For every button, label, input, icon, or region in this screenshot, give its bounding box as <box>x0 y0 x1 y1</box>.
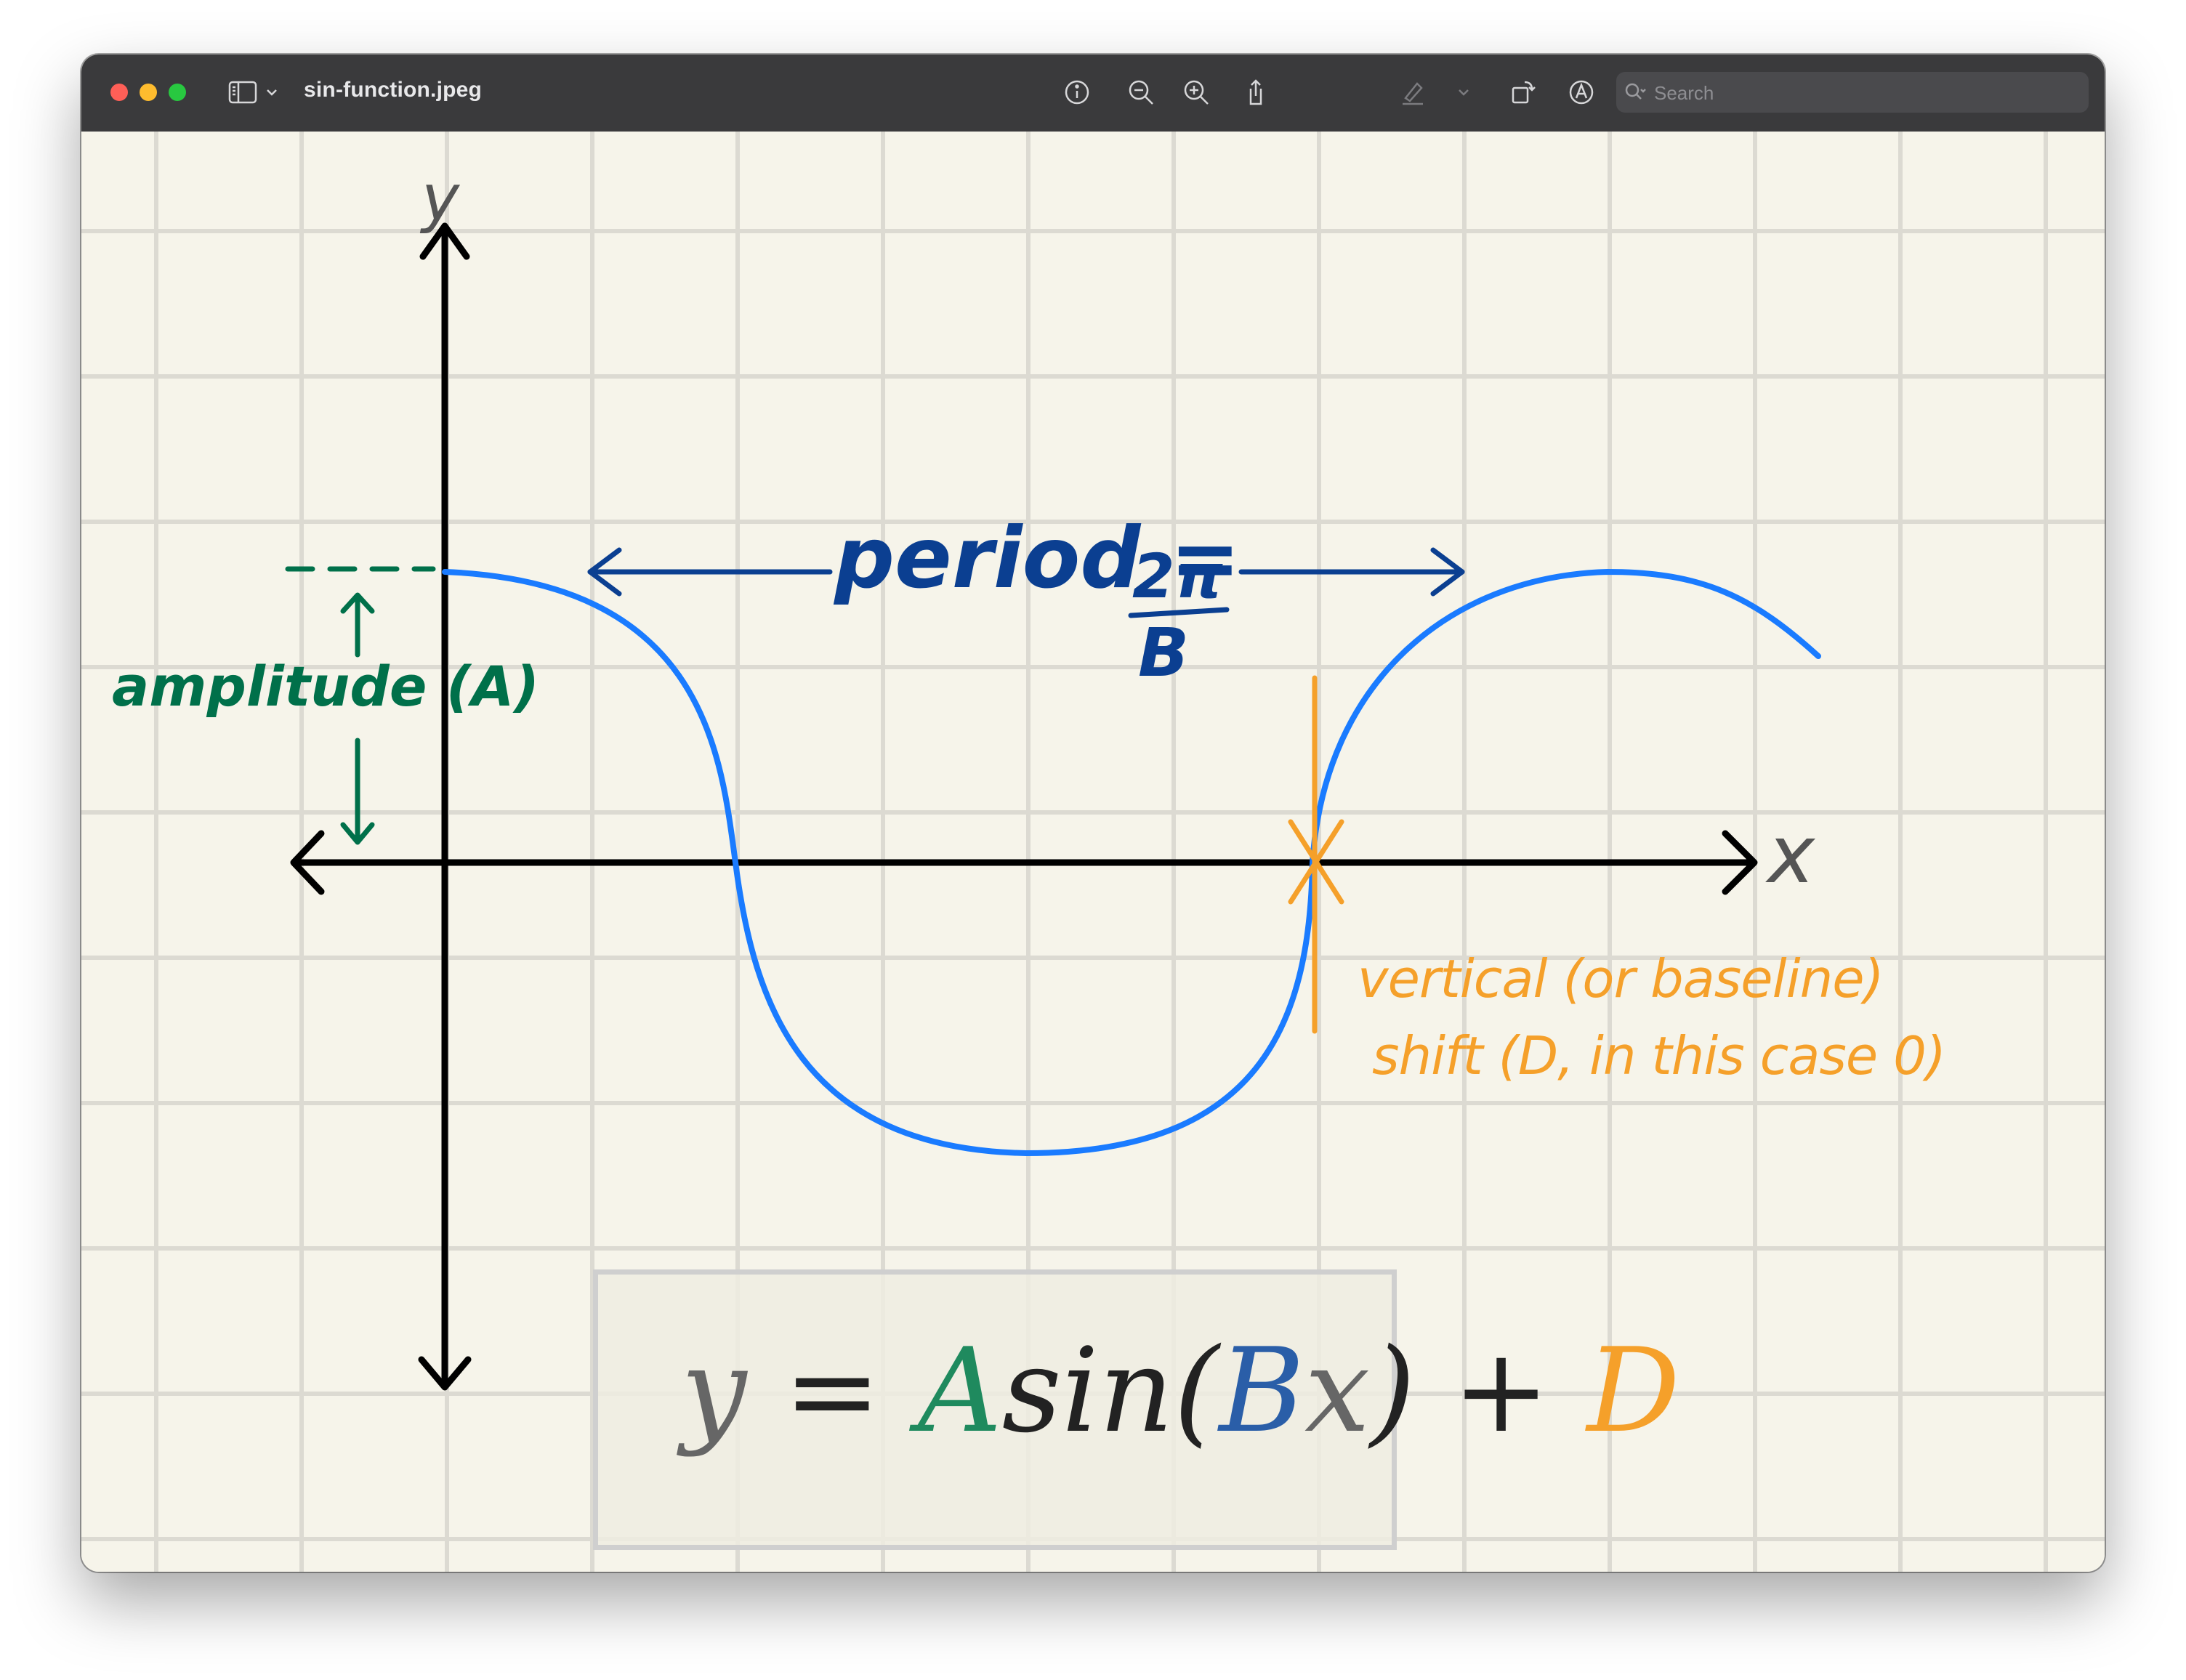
formula: y = Asin(Bx) + D <box>681 1333 1680 1449</box>
formula-open-paren: ( <box>1174 1322 1219 1458</box>
period-label: period = <box>834 509 1241 607</box>
x-axis-right-arrow <box>1722 830 1758 895</box>
chevron-down-icon[interactable] <box>263 76 281 108</box>
rotate-icon[interactable] <box>1507 76 1539 108</box>
y-axis-up-arrow <box>419 222 470 260</box>
x-axis-left-arrow <box>290 830 325 895</box>
formula-b: B <box>1219 1322 1305 1458</box>
fullscreen-window-button[interactable] <box>169 84 186 101</box>
search-field[interactable] <box>1616 72 2089 114</box>
zoom-in-icon[interactable] <box>1180 76 1212 108</box>
formula-amplitude: A <box>918 1322 1002 1458</box>
sidebar-icon[interactable] <box>227 76 259 108</box>
highlight-pen-icon[interactable] <box>1397 76 1429 108</box>
preview-window: sin-function.jpeg <box>81 54 2105 1572</box>
sine-curve <box>442 569 1821 1156</box>
sketch-drawing <box>285 222 1821 1391</box>
info-icon[interactable] <box>1061 76 1093 108</box>
formula-close-paren: ) <box>1370 1322 1416 1458</box>
minimize-window-button[interactable] <box>140 84 157 101</box>
period-arrow-right-head <box>1430 547 1465 597</box>
chevron-down-icon[interactable] <box>1455 76 1472 108</box>
image-canvas: y x period = 2π B amplitude (A) vertical… <box>81 132 2105 1572</box>
shift-marker-x-2 <box>1288 819 1344 905</box>
y-axis-label: y <box>422 161 460 235</box>
amplitude-up-arrow-head <box>340 592 375 614</box>
formula-sin: sin <box>1001 1322 1174 1458</box>
period-arrow-left-head <box>587 547 622 597</box>
zoom-out-icon[interactable] <box>1125 76 1157 108</box>
search-icon <box>1624 81 1648 104</box>
period-denominator: B <box>1138 614 1190 692</box>
window-title: sin-function.jpeg <box>304 78 483 102</box>
period-numerator: 2π <box>1132 541 1223 612</box>
search-input[interactable] <box>1653 72 2077 114</box>
formula-x: x <box>1304 1322 1371 1458</box>
y-axis-down-arrow <box>418 1356 472 1391</box>
share-icon[interactable] <box>1240 76 1272 108</box>
formula-d: D <box>1586 1322 1680 1458</box>
amplitude-down-arrow-head <box>340 822 375 845</box>
formula-equals: = <box>746 1322 919 1458</box>
shift-label-line2: shift (D, in this case 0) <box>1372 1025 1946 1086</box>
title-bar: sin-function.jpeg <box>81 54 2105 133</box>
close-window-button[interactable] <box>110 84 128 101</box>
formula-y: y <box>681 1322 747 1458</box>
period-fraction-bar <box>1128 607 1230 618</box>
x-axis-label: x <box>1767 808 1815 901</box>
formula-box: y = Asin(Bx) + D <box>593 1269 1680 1550</box>
formula-plus: + <box>1415 1322 1587 1458</box>
markup-icon[interactable] <box>1565 76 1597 108</box>
shift-label-line1: vertical (or baseline) <box>1358 948 1884 1009</box>
amplitude-label: amplitude (A) <box>112 654 540 719</box>
